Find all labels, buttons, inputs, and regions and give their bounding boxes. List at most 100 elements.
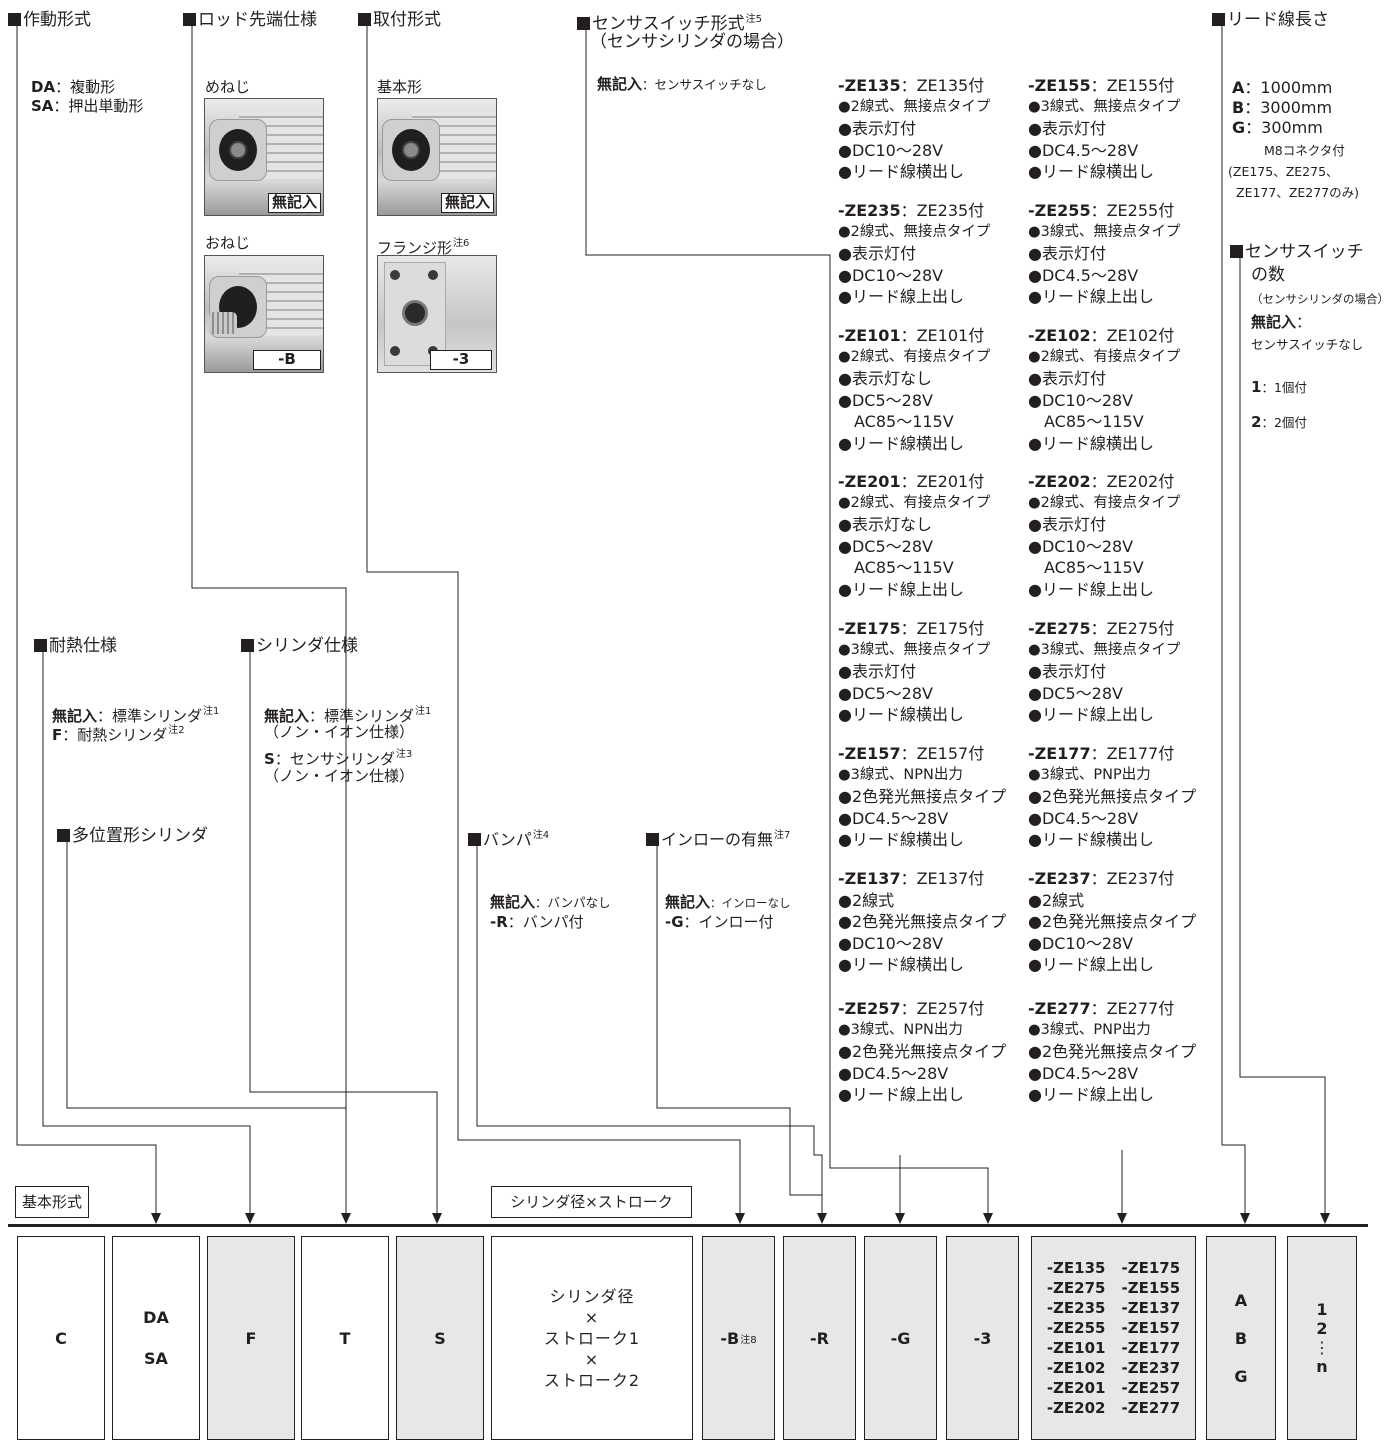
sensor-switch-spec: ●DC10～28V: [1028, 390, 1134, 410]
header-lead-length: リード線長さ: [1212, 10, 1329, 30]
sensor-switch-spec: ●表示灯付: [1028, 244, 1106, 264]
sensor-switch-spec: ●表示灯付: [838, 119, 916, 139]
header-bumper: バンパ注4: [468, 826, 549, 850]
sensor-switch-spec: ●リード線上出し: [1028, 705, 1154, 725]
sensor-switch-spec: AC85～115V: [1028, 558, 1144, 578]
code-tag: 無記入: [440, 193, 494, 213]
sensor-code: -ZE157: [1121, 1319, 1181, 1337]
lead-option-a: A：1000mm: [1232, 78, 1333, 97]
header-action: 作動形式: [8, 10, 91, 30]
sensor-switch-spec: ●2線式: [1028, 890, 1085, 910]
sensor-switch-spec: ●2線式、有接点タイプ: [1028, 348, 1181, 365]
header-sensor-count-2: の数: [1251, 265, 1285, 285]
sensor-code: -ZE177: [1121, 1339, 1181, 1357]
sensor-switch-spec: ●リード線上出し: [1028, 1085, 1154, 1105]
sensor-switch-entry: -ZE255：ZE255付●3線式、無接点タイプ●表示灯付●DC4.5～28V●…: [1028, 200, 1180, 308]
cylinder-spec-none-sub: （ノン・イオン仕様）: [264, 723, 415, 741]
code-box-3: -3: [946, 1236, 1019, 1440]
sensor-switch-spec: ●DC10～28V: [838, 933, 944, 953]
square-bullet-icon: [241, 639, 254, 652]
sensor-switch-entry: -ZE137：ZE137付●2線式●2色発光無接点タイプ●DC10～28V●リー…: [838, 868, 1006, 976]
sensor-switch-spec: ●DC5～28V: [838, 536, 933, 556]
rod-end-male-label: おねじ: [205, 234, 251, 252]
sensor-switch-spec: ●表示灯付: [1028, 515, 1106, 535]
sensor-switch-entry: -ZE102：ZE102付●2線式、有接点タイプ●表示灯付●DC10～28V A…: [1028, 325, 1180, 455]
sensor-switch-spec: ●DC4.5～28V: [838, 1063, 949, 1083]
heat-option-f: F：耐熱シリンダ注2: [52, 725, 185, 744]
sensor-switch-entry: -ZE135：ZE135付●2線式、無接点タイプ●表示灯付●DC10～28V●リ…: [838, 75, 990, 183]
sensor-switch-title: -ZE255：ZE255付: [1028, 201, 1175, 220]
code-box-sensor-switch: -ZE135-ZE175-ZE275-ZE155-ZE235-ZE137-ZE2…: [1031, 1236, 1196, 1440]
lead-note-models-2: ZE177、ZE277のみ): [1236, 185, 1360, 200]
sensor-switch-spec: ●3線式、NPN出力: [838, 766, 963, 783]
header-sensor-switch: センサスイッチ形式注5: [577, 10, 762, 34]
sensor-switch-spec: ●リード線横出し: [1028, 830, 1154, 850]
sensor-switch-title: -ZE275：ZE275付: [1028, 619, 1175, 638]
sensor-code: -ZE277: [1121, 1399, 1181, 1417]
sensor-switch-spec: ●DC10～28V: [1028, 933, 1134, 953]
sensor-switch-spec: ●リード線上出し: [838, 287, 964, 307]
sensor-switch-spec: ●2色発光無接点タイプ: [838, 912, 1007, 932]
code-tag: -B: [253, 350, 321, 370]
cylinder-photo-male-thread: -B: [204, 255, 324, 373]
square-bullet-icon: [8, 13, 21, 26]
sensor-switch-spec: ●表示灯付: [1028, 119, 1106, 139]
code-box-bore-stroke: シリンダ径 × ストローク1 × ストローク2: [491, 1236, 693, 1440]
sensor-count-one: 1：1個付: [1251, 378, 1307, 396]
sensor-code: -ZE102: [1046, 1359, 1106, 1377]
sensor-switch-spec: ●DC10～28V: [838, 265, 944, 285]
heat-option-none: 無記入：標準シリンダ注1: [52, 706, 220, 725]
sensor-switch-spec: ●DC4.5～28V: [1028, 1063, 1139, 1083]
sensor-switch-spec: ●表示灯付: [838, 662, 916, 682]
square-bullet-icon: [577, 17, 590, 30]
bumper-option-r: -R：バンパ付: [490, 913, 584, 931]
sensor-code: -ZE135: [1046, 1259, 1106, 1277]
code-box-c: C: [17, 1236, 105, 1440]
sensor-switch-spec: ●リード線横出し: [838, 433, 964, 453]
sensor-switch-spec: AC85～115V: [838, 412, 954, 432]
sensor-switch-title: -ZE101：ZE101付: [838, 326, 985, 345]
mounting-flange-label: フランジ形注6: [377, 238, 470, 257]
sensor-code: -ZE235: [1046, 1299, 1106, 1317]
header-mounting: 取付形式: [358, 10, 441, 30]
header-spigot: インローの有無注7: [646, 826, 790, 850]
square-bullet-icon: [57, 829, 70, 842]
sensor-code: -ZE202: [1046, 1399, 1106, 1417]
sensor-switch-entry: -ZE175：ZE175付●3線式、無接点タイプ●表示灯付●DC5～28V●リー…: [838, 618, 990, 726]
lead-option-b: B：3000mm: [1232, 98, 1333, 117]
sensor-code: -ZE255: [1046, 1319, 1106, 1337]
square-bullet-icon: [1212, 13, 1225, 26]
sensor-switch-spec: ●2線式、有接点タイプ: [1028, 494, 1181, 511]
label-basic-model: 基本形式: [15, 1186, 90, 1218]
sensor-switch-spec: ●表示灯付: [838, 244, 916, 264]
sensor-switch-spec: ●2線式: [838, 890, 895, 910]
header-rod-end: ロッド先端仕様: [183, 10, 317, 30]
sensor-switch-spec: ●DC10～28V: [1028, 536, 1134, 556]
square-bullet-icon: [1230, 245, 1243, 258]
header-cylinder-spec: シリンダ仕様: [241, 636, 358, 656]
sensor-count-none: 無記入：: [1251, 313, 1312, 331]
sensor-switch-entry: -ZE155：ZE155付●3線式、無接点タイプ●表示灯付●DC4.5～28V●…: [1028, 75, 1180, 183]
sensor-switch-spec: ●3線式、PNP出力: [1028, 766, 1151, 783]
sensor-switch-spec: ●リード線上出し: [838, 579, 964, 599]
square-bullet-icon: [646, 833, 659, 846]
sensor-switch-title: -ZE177：ZE177付: [1028, 744, 1175, 763]
sensor-switch-spec: ●表示灯付: [1028, 369, 1106, 389]
sensor-switch-entry: -ZE277：ZE277付●3線式、PNP出力●2色発光無接点タイプ●DC4.5…: [1028, 998, 1196, 1106]
sensor-switch-spec: ●DC4.5～28V: [838, 808, 949, 828]
sensor-switch-spec: ●リード線横出し: [1028, 433, 1154, 453]
sensor-code: -ZE201: [1046, 1379, 1106, 1397]
sensor-switch-title: -ZE102：ZE102付: [1028, 326, 1175, 345]
code-box-s: S: [396, 1236, 484, 1440]
cylinder-photo-basic: 無記入: [377, 98, 497, 216]
sensor-code: -ZE101: [1046, 1339, 1106, 1357]
sensor-switch-spec: ●2線式、有接点タイプ: [838, 348, 991, 365]
code-tag: -3: [430, 350, 492, 370]
sensor-switch-spec: ●2色発光無接点タイプ: [1028, 787, 1197, 807]
sensor-switch-spec: ●リード線横出し: [838, 830, 964, 850]
sensor-switch-title: -ZE175：ZE175付: [838, 619, 985, 638]
sensor-switch-spec: ●DC4.5～28V: [1028, 140, 1139, 160]
sensor-code: -ZE237: [1121, 1359, 1181, 1377]
sensor-switch-title: -ZE137：ZE137付: [838, 869, 985, 888]
square-bullet-icon: [468, 833, 481, 846]
